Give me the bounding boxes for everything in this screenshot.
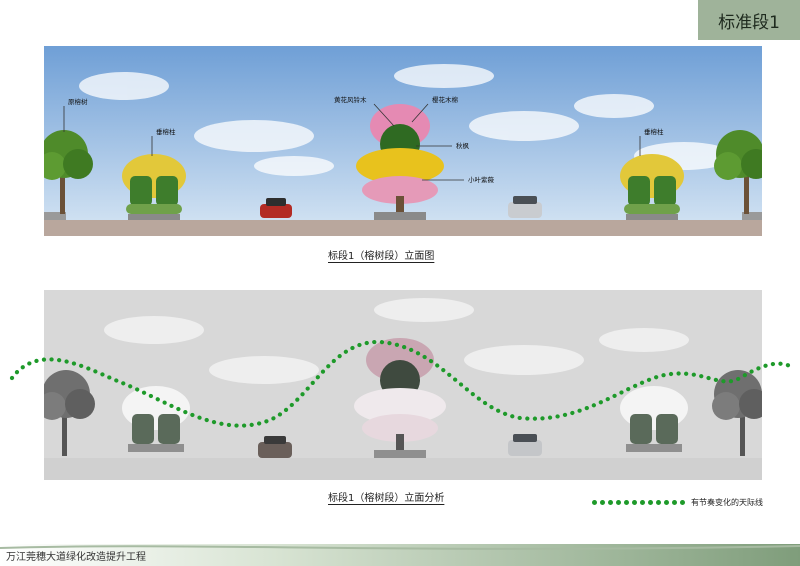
label-chuirongzhu-left: 垂榕柱 <box>156 127 176 136</box>
legend-label: 有节奏变化的天际线 <box>691 498 763 507</box>
center-tree-group <box>356 104 444 220</box>
label-huanghua: 黄花风铃木 <box>334 95 367 104</box>
analysis-svg <box>44 290 762 480</box>
road <box>44 220 762 236</box>
leader-lines <box>63 103 641 181</box>
analysis-drawing <box>44 290 762 480</box>
elevation-caption: 标段1（榕树段）立面图 <box>328 251 435 262</box>
ficus-pillar-group-right <box>620 154 684 220</box>
elevation-svg: 原榕树 垂榕柱 黄花风铃木 樱花木棉 秋枫 小叶紫薇 垂榕柱 <box>44 46 762 236</box>
footer-band <box>0 544 800 566</box>
label-chuirongzhu-right: 垂榕柱 <box>644 127 664 136</box>
banyan-tree-left <box>44 130 93 220</box>
red-car <box>260 198 292 218</box>
silver-car-gray <box>508 434 542 456</box>
label-yuanrongshu: 原榕树 <box>68 97 88 106</box>
dark-car <box>258 436 292 458</box>
elevation-drawing: 原榕树 垂榕柱 黄花风铃木 樱花木棉 秋枫 小叶紫薇 垂榕柱 <box>44 46 762 236</box>
legend-dots <box>592 500 685 505</box>
silver-car <box>508 196 542 218</box>
road-gray <box>44 458 762 480</box>
label-qiufeng: 秋枫 <box>456 141 470 150</box>
analysis-caption: 标段1（榕树段）立面分析 <box>328 493 445 504</box>
ficus-pillar-group-left <box>122 154 186 220</box>
label-xiaoye: 小叶紫薇 <box>468 175 495 184</box>
project-title: 万江莞穗大道绿化改造提升工程 <box>6 552 146 563</box>
section-badge: 标准段1 <box>698 0 800 40</box>
skyline-legend: 有节奏变化的天际线 <box>592 497 763 508</box>
banyan-tree-right <box>714 130 762 220</box>
label-yinghua: 樱花木棉 <box>432 95 459 104</box>
